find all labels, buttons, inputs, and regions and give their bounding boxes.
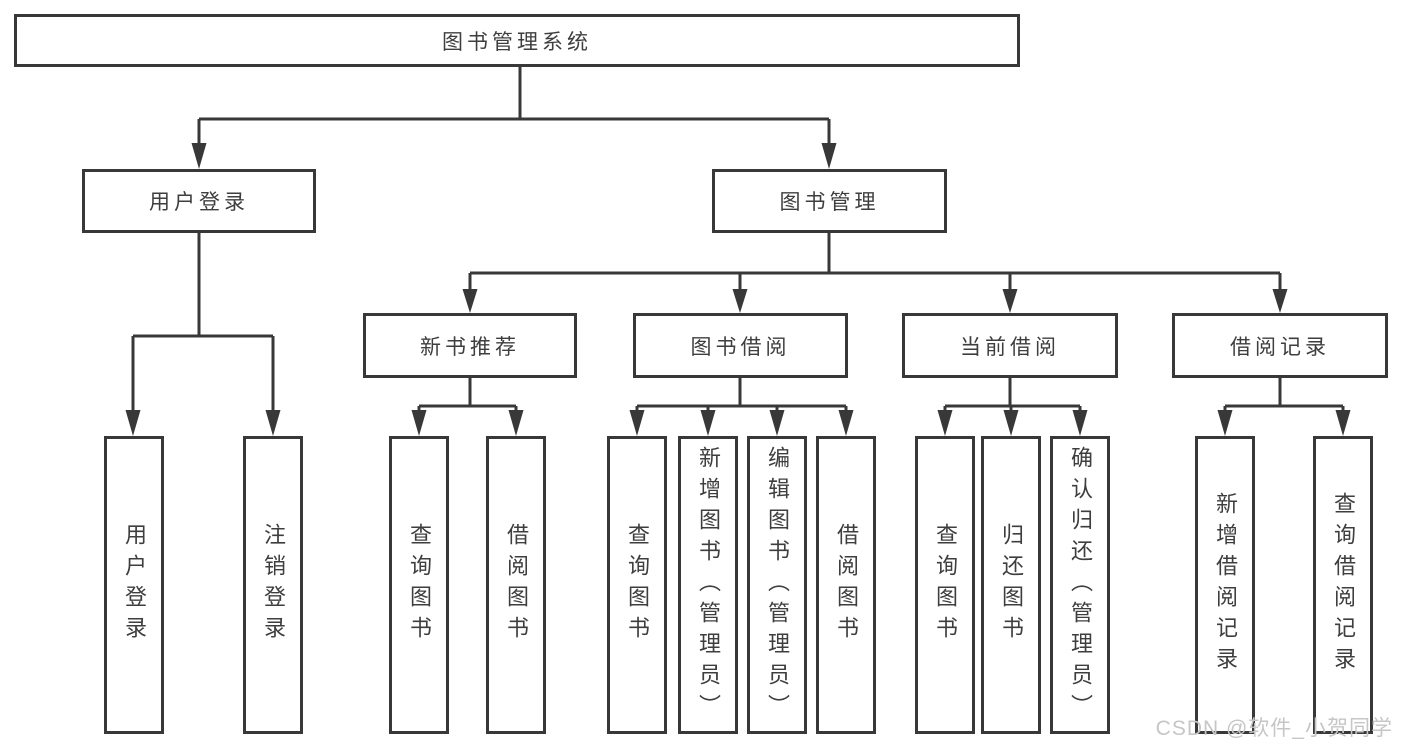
leaf-logout: 注销登录	[243, 436, 303, 734]
node-label: 新增图书（管理员）	[696, 445, 721, 725]
node-label: 查询图书	[933, 523, 958, 647]
node-label: 编辑图书（管理员）	[765, 445, 790, 725]
node-label: 用户登录	[149, 191, 249, 214]
node-label: 借阅记录	[1230, 335, 1330, 359]
node-label: 借阅图书	[504, 523, 529, 647]
node-label: 图书管理	[779, 191, 880, 214]
node-label: 借阅图书	[834, 523, 859, 647]
leaf-current-query-book: 查询图书	[915, 436, 975, 734]
node-current-borrowing: 当前借阅	[902, 313, 1118, 378]
node-user-login: 用户登录	[82, 169, 316, 233]
connector-root-to-level2	[191, 67, 837, 169]
leaf-borrowing-borrow-book: 借阅图书	[816, 436, 876, 734]
csdn-watermark: CSDN @软件_小贺同学	[1155, 717, 1393, 740]
connector-current-borrowing-to-leaves	[937, 378, 1088, 436]
node-book-management: 图书管理	[712, 169, 947, 233]
leaf-borrowing-edit-book-admin: 编辑图书（管理员）	[747, 436, 807, 734]
node-label: 新增借阅记录	[1213, 492, 1238, 678]
leaf-current-confirm-return-admin: 确认归还（管理员）	[1050, 436, 1110, 734]
node-label: 当前借阅	[960, 335, 1060, 359]
leaf-borrowing-add-book-admin: 新增图书（管理员）	[678, 436, 738, 734]
leaf-recommend-query-book: 查询图书	[389, 436, 449, 734]
connector-user-login-to-leaves	[125, 233, 281, 436]
leaf-borrowing-query-book: 查询图书	[607, 436, 667, 734]
node-label: 查询借阅记录	[1331, 492, 1356, 678]
leaf-current-return-book: 归还图书	[981, 436, 1041, 734]
node-label: 查询图书	[625, 523, 650, 647]
node-new-book-recommend: 新书推荐	[363, 313, 577, 378]
node-root-library-system: 图书管理系统	[14, 14, 1020, 67]
node-label: 图书管理系统	[442, 30, 592, 54]
node-label: 查询图书	[407, 523, 432, 647]
connector-new-book-recommend-to-leaves	[411, 378, 524, 436]
node-borrowing-records: 借阅记录	[1172, 313, 1388, 378]
leaf-user-login: 用户登录	[104, 436, 164, 734]
leaf-records-add-record: 新增借阅记录	[1195, 436, 1255, 734]
leaf-recommend-borrow-book: 借阅图书	[486, 436, 546, 734]
node-book-borrowing: 图书借阅	[633, 313, 848, 378]
node-label: 归还图书	[999, 523, 1024, 647]
leaf-records-query-record: 查询借阅记录	[1313, 436, 1373, 734]
node-label: 新书推荐	[420, 335, 520, 359]
connector-book-management-to-level3	[462, 233, 1288, 313]
connector-book-borrowing-to-leaves	[629, 378, 854, 436]
node-label: 用户登录	[122, 523, 147, 647]
node-label: 确认归还（管理员）	[1068, 445, 1093, 725]
node-label: 注销登录	[261, 523, 286, 647]
connector-borrowing-records-to-leaves	[1217, 378, 1351, 436]
node-label: 图书借阅	[690, 335, 791, 359]
